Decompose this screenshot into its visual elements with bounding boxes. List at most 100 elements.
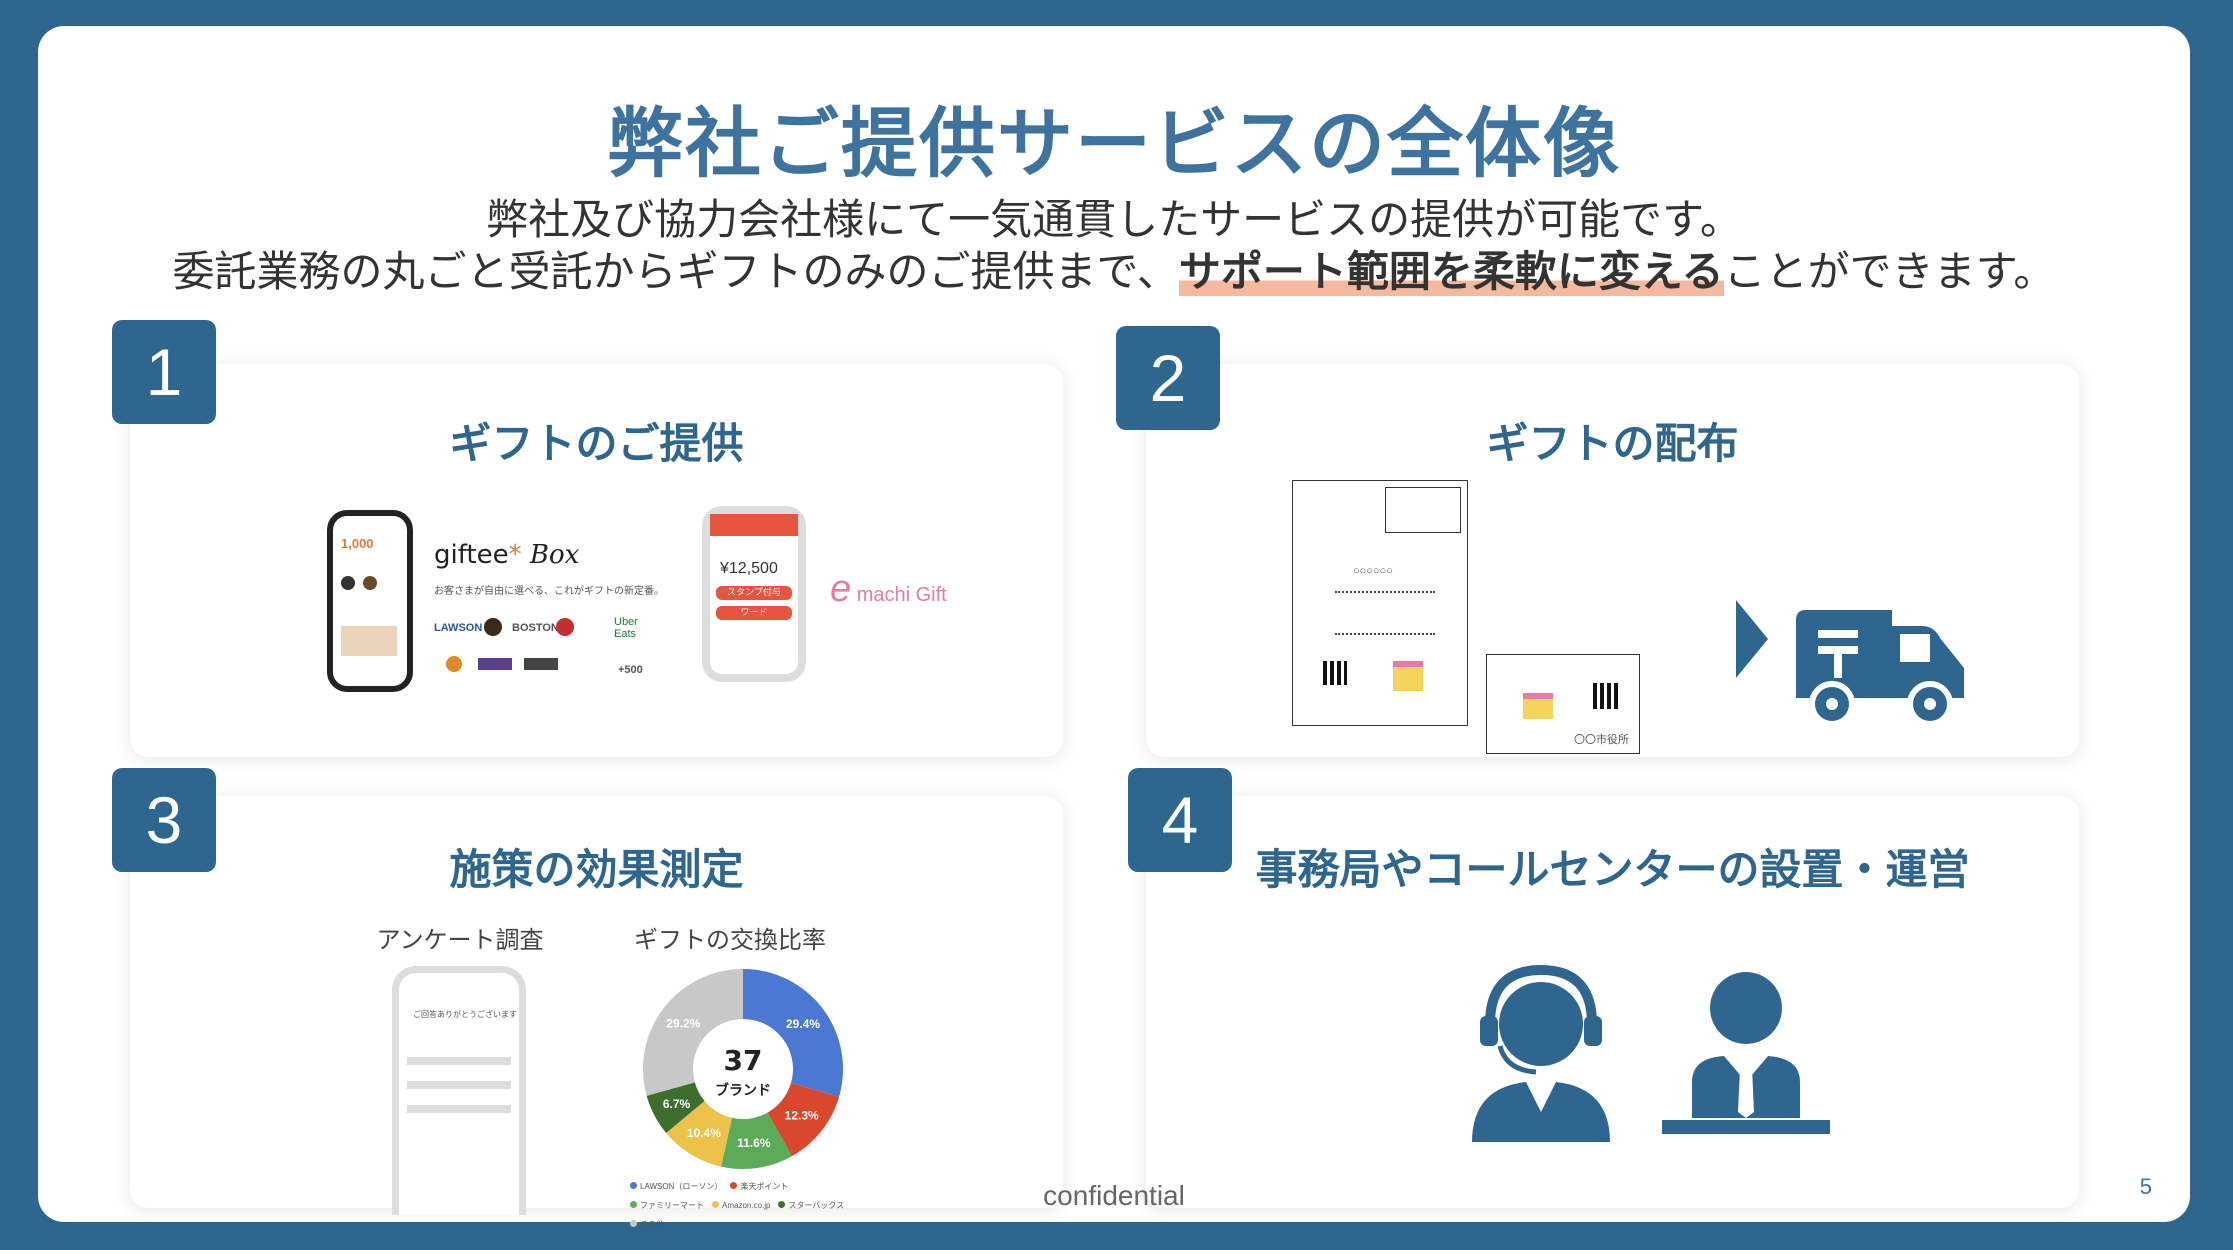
- mail-envelope: ○○○○○○: [1292, 480, 1468, 726]
- envelope-circles: ○○○○○○: [1353, 565, 1393, 577]
- subtitle-line-1: 弊社及び協力会社様にて一気通貫したサービスの提供が可能です。: [486, 195, 1742, 244]
- giftee-box-logo: giftee* Box: [434, 540, 580, 570]
- gift-grid-image: [341, 626, 397, 656]
- qr-code-icon: [1323, 661, 1347, 685]
- emachi-e-mark: e: [830, 568, 852, 610]
- envelope-wavy-lines: [1335, 591, 1435, 635]
- legend-label: その他: [640, 1220, 664, 1229]
- survey-phone: ご回答ありがとうございます: [392, 966, 526, 1215]
- card-measurement: 施策の効果測定 アンケート調査 ギフトの交換比率 ご回答ありがとうございます 2…: [130, 796, 1063, 1229]
- chart-legend: LAWSON（ローソン） 楽天ポイントファミリーマート Amazon.co.jp スタ…: [630, 1174, 870, 1229]
- donut-center-value: 37: [723, 1044, 763, 1077]
- brand-lawson: LAWSON: [434, 622, 483, 634]
- card-gift-provision: ギフトのご提供 1,000 giftee* Box お客さまが自由に選べる、これ…: [130, 364, 1063, 757]
- phone2-header: [710, 514, 798, 536]
- phone-balance: 1,000: [341, 536, 374, 551]
- card-gift-distribution: ギフトの配布 ○○○○○○ 〇〇市役所: [1146, 364, 2079, 757]
- legend-item: LAWSON（ローソン）: [630, 1181, 722, 1192]
- legend-label: LAWSON（ローソン）: [640, 1182, 723, 1191]
- gift-card-sender: 〇〇市役所: [1574, 734, 1629, 746]
- donut-slice: [666, 1100, 733, 1167]
- phone2-amount: ¥12,500: [720, 560, 778, 577]
- stamp-app-phone: ¥12,500 スタンプ付与 ワード: [702, 506, 806, 682]
- brand-dot-icon: [341, 576, 355, 590]
- phone2-button-1: スタンプ付与: [716, 586, 792, 600]
- brand-plus-500: +500: [618, 664, 643, 676]
- card-2-number-badge: 2: [1116, 326, 1220, 430]
- subtitle-line-2-pre: 委託業務の丸ごと受託からギフトのみのご提供まで、: [172, 247, 1179, 296]
- gift-card-qr-icon: [1593, 683, 1619, 709]
- subtitle-line-2: 委託業務の丸ごと受託からギフトのみのご提供まで、サポート範囲を柔軟に変えることが…: [38, 238, 2190, 299]
- legend-swatch: [778, 1201, 786, 1208]
- gift-card-box-icon: [1523, 693, 1553, 719]
- donut-slice: [646, 1082, 705, 1133]
- brand-icon: [446, 656, 462, 672]
- donut-slice: [743, 969, 843, 1098]
- emachi-gift-logo: e machi Gift: [830, 568, 947, 611]
- page-title: 弊社ご提供サービスの全体像: [607, 99, 1621, 188]
- survey-field: [407, 1105, 511, 1113]
- brand-coffee-icon: [484, 618, 502, 636]
- legend-item: その他: [630, 1219, 664, 1230]
- legend-label: Amazon.co.jp: [722, 1201, 771, 1210]
- giftee-box-phone: 1,000: [327, 510, 413, 692]
- donut-data-label: 10.4%: [687, 1126, 721, 1140]
- legend-item: Amazon.co.jp: [712, 1201, 770, 1210]
- donut-data-label: 29.2%: [666, 1017, 700, 1031]
- legend-swatch: [630, 1220, 637, 1227]
- giftee-logo-suffix: Box: [529, 540, 580, 570]
- donut-slice: [643, 969, 743, 1096]
- donut-slice: [767, 1083, 839, 1157]
- card-4-title: 事務局やコールセンターの設置・運営: [1255, 845, 1970, 894]
- card-2-title: ギフトの配布: [1486, 419, 1739, 468]
- legend-label: 楽天ポイント: [740, 1182, 789, 1191]
- card-3-title: 施策の効果測定: [449, 845, 744, 894]
- donut-data-label: 12.3%: [785, 1109, 819, 1123]
- donut-data-label: 29.4%: [786, 1017, 820, 1031]
- legend-item: 楽天ポイント: [730, 1181, 788, 1192]
- gift-box-icon: [1393, 661, 1423, 691]
- card-3-number-badge: 3: [112, 768, 216, 872]
- legend-label: ファミリーマート: [640, 1201, 704, 1210]
- card-call-center: 事務局やコールセンターの設置・運営: [1146, 796, 2079, 1208]
- brand-rakuten-icon: [556, 618, 574, 636]
- exchange-ratio-label: ギフトの交換比率: [634, 926, 826, 954]
- donut-data-label: 6.7%: [663, 1097, 691, 1111]
- giftee-caption: お客さまが自由に選べる、これがギフトの新定番。: [434, 586, 664, 597]
- exchange-ratio-donut-chart: 29.4% 12.3% 11.6% 10.4% 6.7% 29.2%: [643, 969, 843, 1169]
- gift-card: 〇〇市役所: [1486, 654, 1640, 754]
- donut-data-label: 11.6%: [737, 1136, 771, 1150]
- brand-boston: BOSTON: [512, 622, 559, 634]
- receptionist-icon: [1662, 972, 1830, 1134]
- survey-field: [407, 1057, 511, 1065]
- giftee-logo-text: giftee: [434, 540, 509, 570]
- card-4-number-badge: 4: [1128, 768, 1232, 872]
- brand-row2: [434, 654, 574, 674]
- headset-operator-icon: [1472, 964, 1610, 1142]
- slide: 弊社ご提供サービスの全体像 弊社及び協力会社様にて一気通貫したサービスの提供が可…: [38, 26, 2190, 1229]
- donut-slice: [721, 1112, 792, 1169]
- card-1-number-badge: 1: [112, 320, 216, 424]
- page-number: 5: [2139, 1174, 2152, 1199]
- brand-uber: Uber Eats: [614, 616, 638, 640]
- phone2-button-2: ワード: [716, 606, 792, 620]
- survey-label: アンケート調査: [376, 926, 544, 954]
- envelope-address-box: [1385, 487, 1461, 533]
- emachi-logo-text: machi Gift: [856, 584, 947, 606]
- confidential-label: confidential: [1043, 1180, 1185, 1211]
- brand-icon: [478, 658, 512, 670]
- brand-icon: [524, 658, 558, 670]
- legend-item: ファミリーマート: [630, 1200, 704, 1211]
- legend-item: スターバックス: [778, 1200, 844, 1211]
- legend-swatch: [630, 1201, 637, 1208]
- brand-logos: LAWSON BOSTON: [434, 614, 574, 694]
- brand-dot-icon: [363, 576, 377, 590]
- legend-swatch: [730, 1182, 738, 1189]
- brand-right-col: Uber Eats +500: [594, 614, 654, 694]
- card-1-title: ギフトのご提供: [449, 419, 744, 468]
- delivery-truck-icon: [1796, 610, 1964, 727]
- legend-label: スターバックス: [788, 1201, 845, 1210]
- subtitle-highlight: サポート範囲を柔軟に変える: [1178, 247, 1724, 296]
- subtitle-line-2-post: ことができます。: [1723, 247, 2056, 296]
- arrow-right-icon: [1736, 600, 1768, 678]
